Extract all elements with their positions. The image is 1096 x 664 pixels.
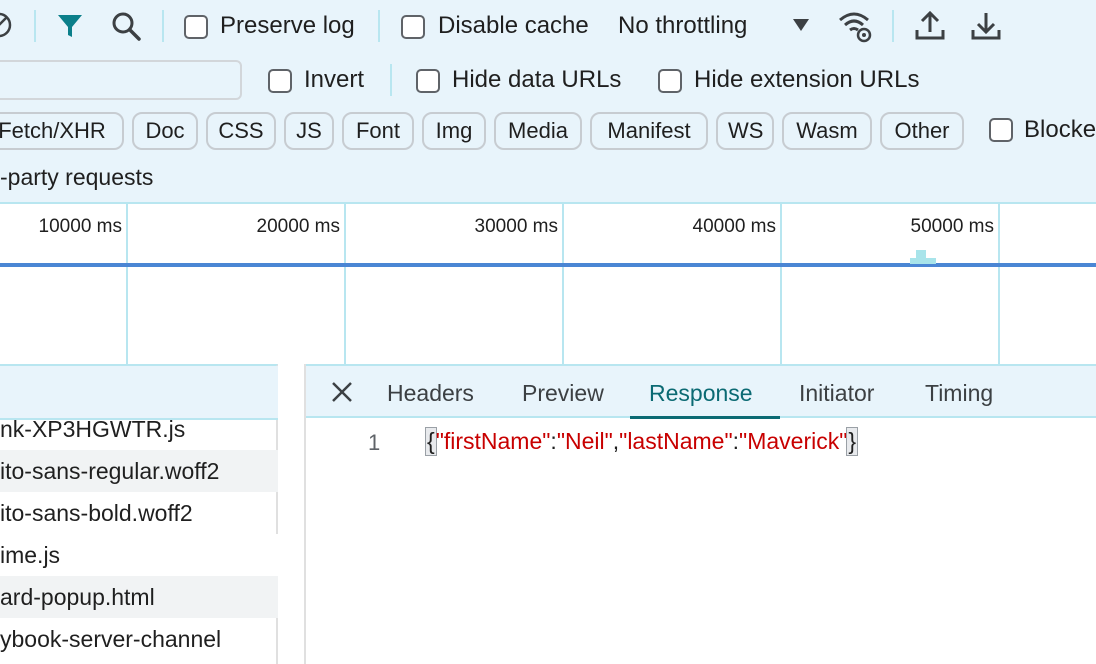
toolbar-divider <box>162 10 164 42</box>
toolbar-divider <box>378 10 380 42</box>
request-list-header <box>0 366 278 420</box>
close-icon[interactable] <box>330 380 354 404</box>
json-colon: : <box>550 428 557 454</box>
grid-line <box>780 204 782 366</box>
list-item[interactable]: ybook-server-channel <box>0 626 222 652</box>
pane-splitter[interactable] <box>278 364 306 664</box>
hide-extension-urls-label: Hide extension URLs <box>694 66 920 93</box>
throttling-select[interactable]: No throttling <box>618 12 748 39</box>
clear-icon[interactable] <box>0 12 12 38</box>
overview-activity-line <box>0 263 1096 267</box>
preserve-log-label: Preserve log <box>220 12 355 39</box>
search-icon[interactable] <box>110 10 142 42</box>
response-viewer[interactable]: 1 {"firstName":"Neil","lastName":"Maveri… <box>306 420 1096 664</box>
tab-preview[interactable]: Preview <box>522 380 604 406</box>
network-conditions-icon[interactable] <box>838 8 874 44</box>
tab-headers[interactable]: Headers <box>387 380 474 406</box>
list-item[interactable]: ito-sans-bold.woff2 <box>0 500 193 526</box>
chip-img[interactable]: Img <box>422 112 486 150</box>
detail-tabbar: Headers Preview Response Initiator Timin… <box>306 364 1096 419</box>
list-item[interactable]: nk-XP3HGWTR.js <box>0 416 186 442</box>
chip-ws[interactable]: WS <box>716 112 774 150</box>
list-item[interactable]: ito-sans-regular.woff2 <box>0 450 278 492</box>
invert-checkbox[interactable] <box>268 69 292 93</box>
tick-label: 50000 ms <box>910 216 994 237</box>
hide-data-urls-checkbox[interactable] <box>416 69 440 93</box>
response-line: {"firstName":"Neil","lastName":"Maverick… <box>425 427 859 456</box>
resource-type-filters: Fetch/XHR Doc CSS JS Font Img Media Mani… <box>0 106 1096 154</box>
list-item[interactable]: ard-popup.html <box>0 576 278 618</box>
filter-input[interactable] <box>0 60 242 100</box>
request-detail-pane: Headers Preview Response Initiator Timin… <box>306 364 1096 664</box>
chip-css[interactable]: CSS <box>206 112 276 150</box>
json-close-brace: } <box>846 427 859 456</box>
chip-media[interactable]: Media <box>494 112 582 150</box>
disable-cache-checkbox[interactable] <box>401 15 425 39</box>
request-list: nk-XP3HGWTR.js ito-sans-regular.woff2 it… <box>0 364 278 664</box>
grid-line <box>126 204 128 366</box>
chip-manifest[interactable]: Manifest <box>590 112 708 150</box>
tab-initiator[interactable]: Initiator <box>799 380 875 406</box>
overview-request-marker <box>910 250 936 264</box>
toolbar-divider <box>34 10 36 42</box>
chip-wasm[interactable]: Wasm <box>782 112 872 150</box>
chip-fetch-xhr[interactable]: Fetch/XHR <box>0 112 124 150</box>
disable-cache-label: Disable cache <box>438 12 589 39</box>
tick-label: 40000 ms <box>692 216 776 237</box>
json-colon: : <box>732 428 740 454</box>
tick-label: 20000 ms <box>256 216 340 237</box>
toolbar-divider <box>390 64 392 96</box>
chip-font[interactable]: Font <box>342 112 414 150</box>
json-key: "lastName" <box>619 428 733 454</box>
chevron-down-icon[interactable] <box>792 18 810 32</box>
third-party-label: -party requests <box>0 164 154 190</box>
hide-data-urls-label: Hide data URLs <box>452 66 622 93</box>
json-value: "Neil" <box>556 428 613 454</box>
blocked-requests-label: Blocke <box>1024 116 1096 143</box>
json-open-brace: { <box>425 427 437 456</box>
filter-row: Invert Hide data URLs Hide extension URL… <box>0 54 1096 106</box>
filter-icon[interactable] <box>56 12 84 40</box>
timeline-overview[interactable]: 10000 ms 20000 ms 30000 ms 40000 ms 5000… <box>0 202 1096 366</box>
network-toolbar: Preserve log Disable cache No throttling <box>0 0 1096 54</box>
chip-other[interactable]: Other <box>880 112 964 150</box>
third-party-row: -party requests <box>0 154 1096 202</box>
grid-line <box>562 204 564 366</box>
preserve-log-checkbox[interactable] <box>184 15 208 39</box>
grid-line <box>998 204 1000 366</box>
line-number: 1 <box>368 430 381 455</box>
json-value: "Maverick" <box>739 428 848 454</box>
import-icon[interactable] <box>914 10 946 42</box>
json-comma: , <box>612 428 620 454</box>
invert-label: Invert <box>304 66 365 93</box>
hide-extension-urls-checkbox[interactable] <box>658 69 682 93</box>
tick-label: 30000 ms <box>474 216 558 237</box>
list-item[interactable]: ime.js <box>0 534 278 576</box>
active-tab-indicator <box>630 416 780 419</box>
export-icon[interactable] <box>970 10 1002 42</box>
grid-line <box>344 204 346 366</box>
tab-timing[interactable]: Timing <box>925 380 994 406</box>
toolbar-divider <box>892 10 894 42</box>
blocked-requests-checkbox[interactable] <box>989 118 1013 142</box>
chip-js[interactable]: JS <box>284 112 334 150</box>
tick-label: 10000 ms <box>38 216 122 237</box>
chip-doc[interactable]: Doc <box>132 112 198 150</box>
tab-response[interactable]: Response <box>649 380 753 406</box>
json-key: "firstName" <box>435 428 551 454</box>
